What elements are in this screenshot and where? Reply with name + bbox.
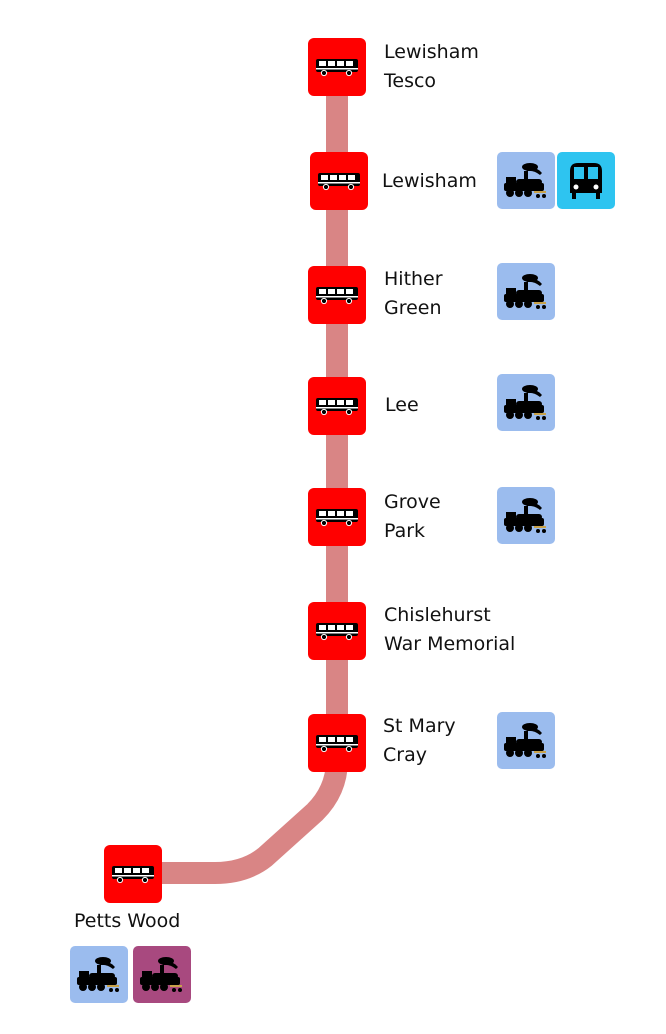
stop-name: Chislehurst War Memorial — [384, 604, 516, 655]
stop-name: Hither Green — [384, 268, 443, 319]
bus-stop-icon[interactable] — [308, 266, 366, 324]
stop-name: Petts Wood — [74, 910, 181, 932]
bus-stop-icon[interactable] — [308, 377, 366, 435]
overground-rail-icon — [133, 946, 191, 1003]
stop-name: St Mary Cray — [383, 715, 456, 766]
dlr-icon — [557, 152, 615, 209]
rail-icon — [497, 374, 555, 431]
rail-icon — [497, 712, 555, 769]
rail-icon — [497, 152, 555, 209]
stop-name: Grove Park — [384, 491, 441, 542]
rail-icon — [497, 263, 555, 320]
rail-icon — [497, 487, 555, 544]
stop-name: Lewisham Tesco — [384, 41, 479, 92]
rail-icon — [70, 946, 128, 1003]
bus-stop-icon[interactable] — [308, 488, 366, 546]
stop-name: Lee — [385, 394, 419, 416]
bus-stop-icon[interactable] — [104, 845, 162, 903]
stop-name: Lewisham — [382, 170, 477, 192]
bus-stop-icon[interactable] — [308, 38, 366, 96]
bus-stop-icon[interactable] — [310, 152, 368, 210]
bus-stop-icon[interactable] — [308, 602, 366, 660]
bus-stop-icon[interactable] — [308, 714, 366, 772]
